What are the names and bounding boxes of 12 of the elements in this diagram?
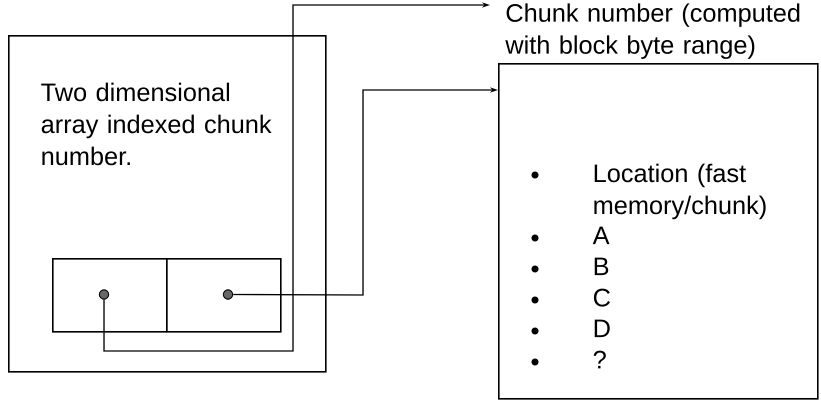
list-item: Location (fast memory/chunk) [594,164,766,220]
connector-dot [98,289,110,300]
list-item: ? [594,350,606,368]
connector-dot [222,289,234,300]
array-cell [52,258,168,333]
list-item: A [592,226,610,244]
list-item: D [594,320,610,338]
node-label: Two dimensional array indexed chunk number. [41,82,272,166]
heading-text: Chunk number (computed with block byte range) [505,3,800,59]
list-item: B [594,258,608,276]
list-item: C [594,288,610,307]
array-cell [166,258,282,333]
